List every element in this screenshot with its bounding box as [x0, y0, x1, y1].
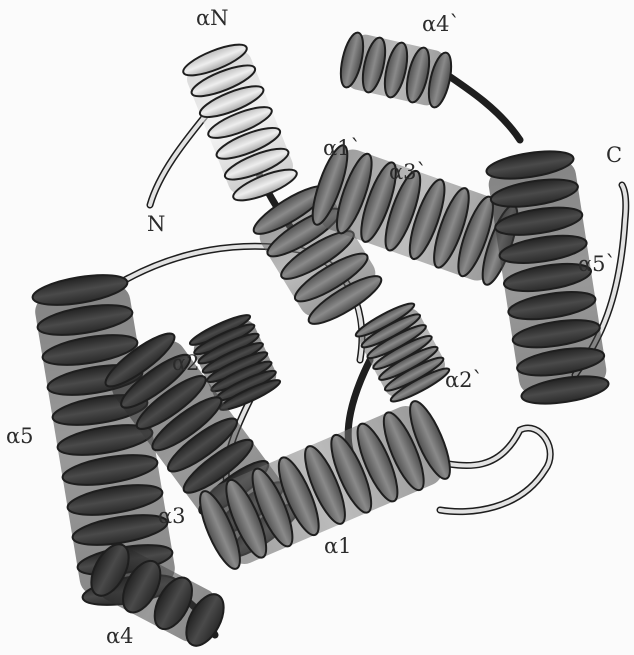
label-alpha2: α2	[172, 353, 200, 374]
label-alpha3: α3	[158, 506, 186, 527]
helix-alpha4-prime	[337, 31, 456, 110]
coil-a4prime-link	[440, 70, 520, 140]
helix-alpha5-prime	[485, 146, 611, 408]
label-alpha1-prime: α1`	[323, 138, 361, 159]
label-alpha3-prime: α3`	[389, 162, 427, 183]
label-alpha4: α4	[106, 626, 134, 647]
label-alpha1: α1	[324, 536, 352, 557]
label-alpha2-prime: α2`	[445, 370, 483, 391]
label-alpha4-prime: α4`	[422, 14, 460, 35]
label-alpha5-prime: α5`	[578, 254, 616, 275]
helices	[31, 31, 611, 652]
label-c-terminus: C	[606, 145, 622, 166]
label-alpha5: α5	[6, 426, 34, 447]
label-alpha-n: αN	[196, 8, 229, 29]
label-n-terminus: N	[147, 214, 165, 235]
helix-alpha2-prime	[353, 299, 452, 406]
